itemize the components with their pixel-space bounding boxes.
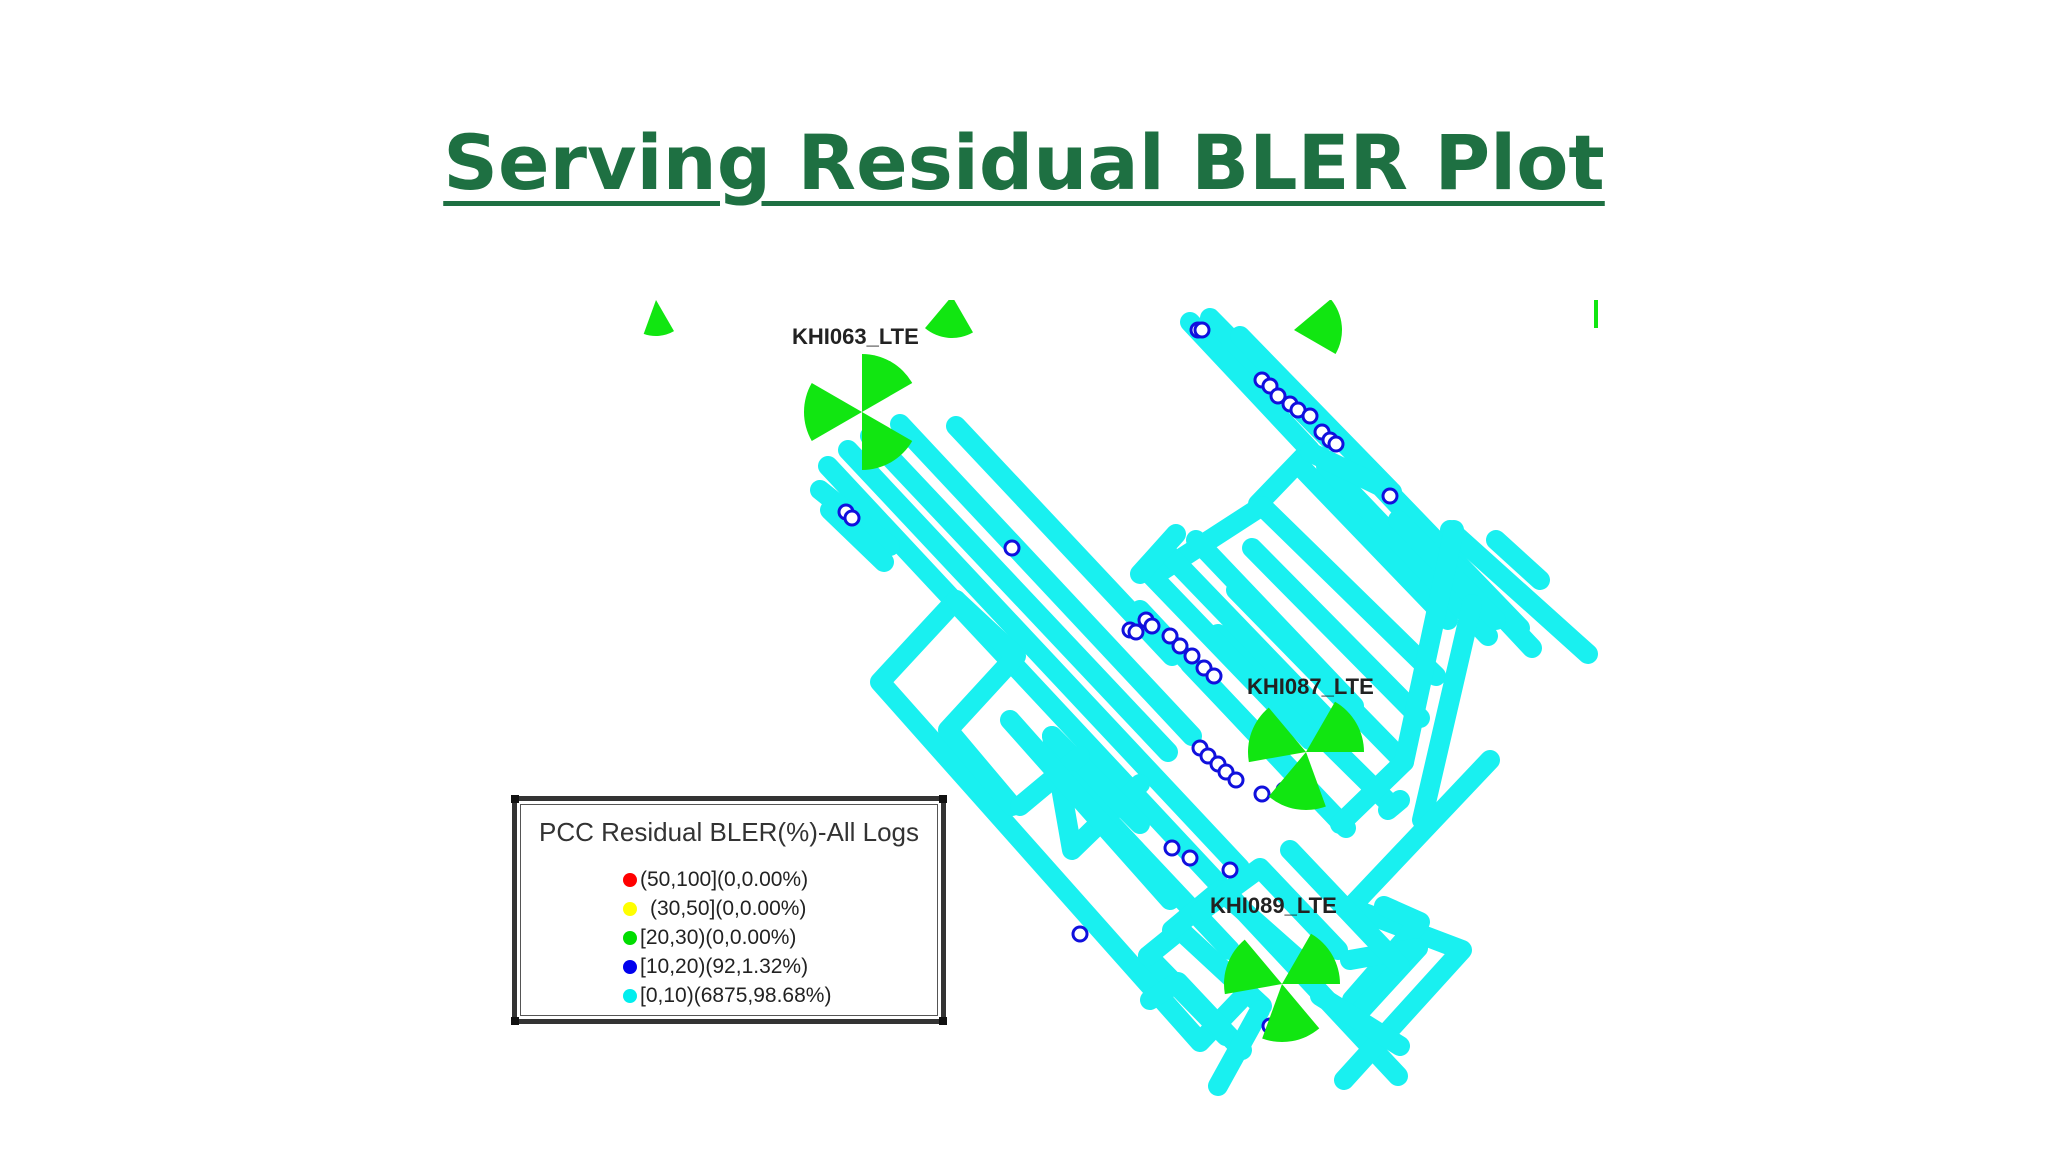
legend-item[interactable]: (50,100](0,0.00%)	[623, 865, 831, 894]
site-sector	[1268, 752, 1326, 810]
site-sector-layer	[643, 300, 1598, 1042]
route-segment	[1440, 520, 1598, 664]
bler-dot	[843, 509, 861, 527]
legend-dot-icon	[623, 901, 637, 916]
legend-dot-icon	[623, 988, 637, 1003]
site-sector	[1294, 300, 1342, 354]
route-segment	[860, 426, 1178, 762]
site-label-khi089: KHI089_LTE	[1210, 893, 1337, 918]
legend-item-label: [20,30)(0,0.00%)	[640, 925, 797, 949]
route-segment	[1486, 530, 1550, 590]
bler-dot	[1143, 617, 1161, 635]
bler-dot	[1127, 623, 1145, 641]
route-segment	[1252, 496, 1446, 686]
route-segment	[890, 414, 1202, 746]
legend-item[interactable]: [20,30)(0,0.00%)	[623, 923, 831, 952]
bler-dot	[1003, 539, 1021, 557]
route-segment	[1288, 454, 1458, 630]
bler-dot	[1253, 785, 1271, 803]
route-segment	[1186, 530, 1364, 716]
bler-dot	[1161, 627, 1179, 645]
legend-item[interactable]: [0,10)(6875,98.68%)	[623, 981, 831, 1010]
route-segment	[1340, 938, 1428, 1030]
bler-dot	[1269, 387, 1287, 405]
route-segment	[1208, 1000, 1270, 1096]
legend-corner	[511, 1017, 519, 1025]
site-sector	[1223, 939, 1282, 995]
site-sector	[803, 383, 862, 441]
route-segment	[1042, 726, 1150, 834]
route-segment	[1010, 746, 1090, 816]
bler-dot	[1171, 637, 1189, 655]
bler-dot	[1327, 435, 1345, 453]
bler-dot	[1193, 321, 1211, 339]
drive-route-layer	[810, 308, 1598, 1096]
bler-dot-layer	[837, 321, 1399, 1035]
route-segment	[1130, 524, 1186, 584]
legend-items: (50,100](0,0.00%) (30,50](0,0.00%) [20,3…	[623, 865, 831, 1010]
route-segment	[1000, 710, 1180, 910]
route-segment	[1338, 750, 1500, 920]
legend-item-label: [0,10)(6875,98.68%)	[640, 983, 832, 1007]
slide-title: Serving Residual BLER Plot	[443, 118, 1605, 207]
bler-dot	[1221, 861, 1239, 879]
site-sector	[643, 300, 674, 337]
legend-dot-icon	[623, 959, 637, 974]
legend-corner	[511, 795, 519, 803]
route-segment	[1378, 790, 1410, 820]
bler-dot	[1205, 667, 1223, 685]
legend-item-label: (30,50](0,0.00%)	[650, 896, 807, 920]
bler-dot	[1227, 771, 1245, 789]
legend-corner	[939, 1017, 947, 1025]
legend-item[interactable]: [10,20)(92,1.32%)	[623, 952, 831, 981]
route-segment	[1160, 546, 1340, 732]
route-segment	[1342, 896, 1430, 1010]
bler-dot	[1183, 647, 1201, 665]
bler-dot	[1163, 839, 1181, 857]
route-segment	[1190, 858, 1348, 960]
route-segment	[1280, 840, 1410, 976]
legend-title: PCC Residual BLER(%)-All Logs	[538, 817, 920, 847]
site-label-khi063: KHI063_LTE	[792, 324, 919, 349]
legend-corner	[939, 795, 947, 803]
route-segment	[1242, 538, 1430, 728]
site-sector	[862, 412, 913, 470]
site-sector	[1248, 707, 1306, 763]
site-sector	[862, 354, 913, 412]
route-segment	[938, 590, 1026, 816]
route-segment	[1140, 564, 1320, 750]
legend-item[interactable]: (30,50](0,0.00%)	[623, 894, 831, 923]
bler-dot	[1181, 849, 1199, 867]
site-sector	[1594, 300, 1598, 328]
bler-dot	[1301, 407, 1319, 425]
bler-dot	[1071, 925, 1089, 943]
map-legend[interactable]: PCC Residual BLER(%)-All Logs (50,100](0…	[511, 795, 947, 1025]
legend-item-label: (50,100](0,0.00%)	[640, 867, 809, 891]
legend-dot-icon	[623, 930, 637, 945]
site-sector	[1262, 984, 1320, 1042]
route-segment	[1300, 442, 1402, 502]
route-segment	[838, 440, 1250, 878]
site-sector	[1282, 933, 1340, 984]
site-sector	[1306, 701, 1364, 752]
route-segment	[1330, 520, 1464, 834]
drive-test-map	[643, 300, 1598, 1096]
route-segment	[820, 500, 894, 572]
legend-item-label: [10,20)(92,1.32%)	[640, 954, 809, 978]
route-segment	[1140, 972, 1252, 1060]
site-label-khi087: KHI087_LTE	[1247, 674, 1374, 699]
site-sector	[925, 300, 973, 338]
route-segment	[1412, 594, 1482, 830]
route-segment	[1310, 986, 1410, 1056]
legend-dot-icon	[623, 872, 637, 887]
bler-dot	[1381, 487, 1399, 505]
